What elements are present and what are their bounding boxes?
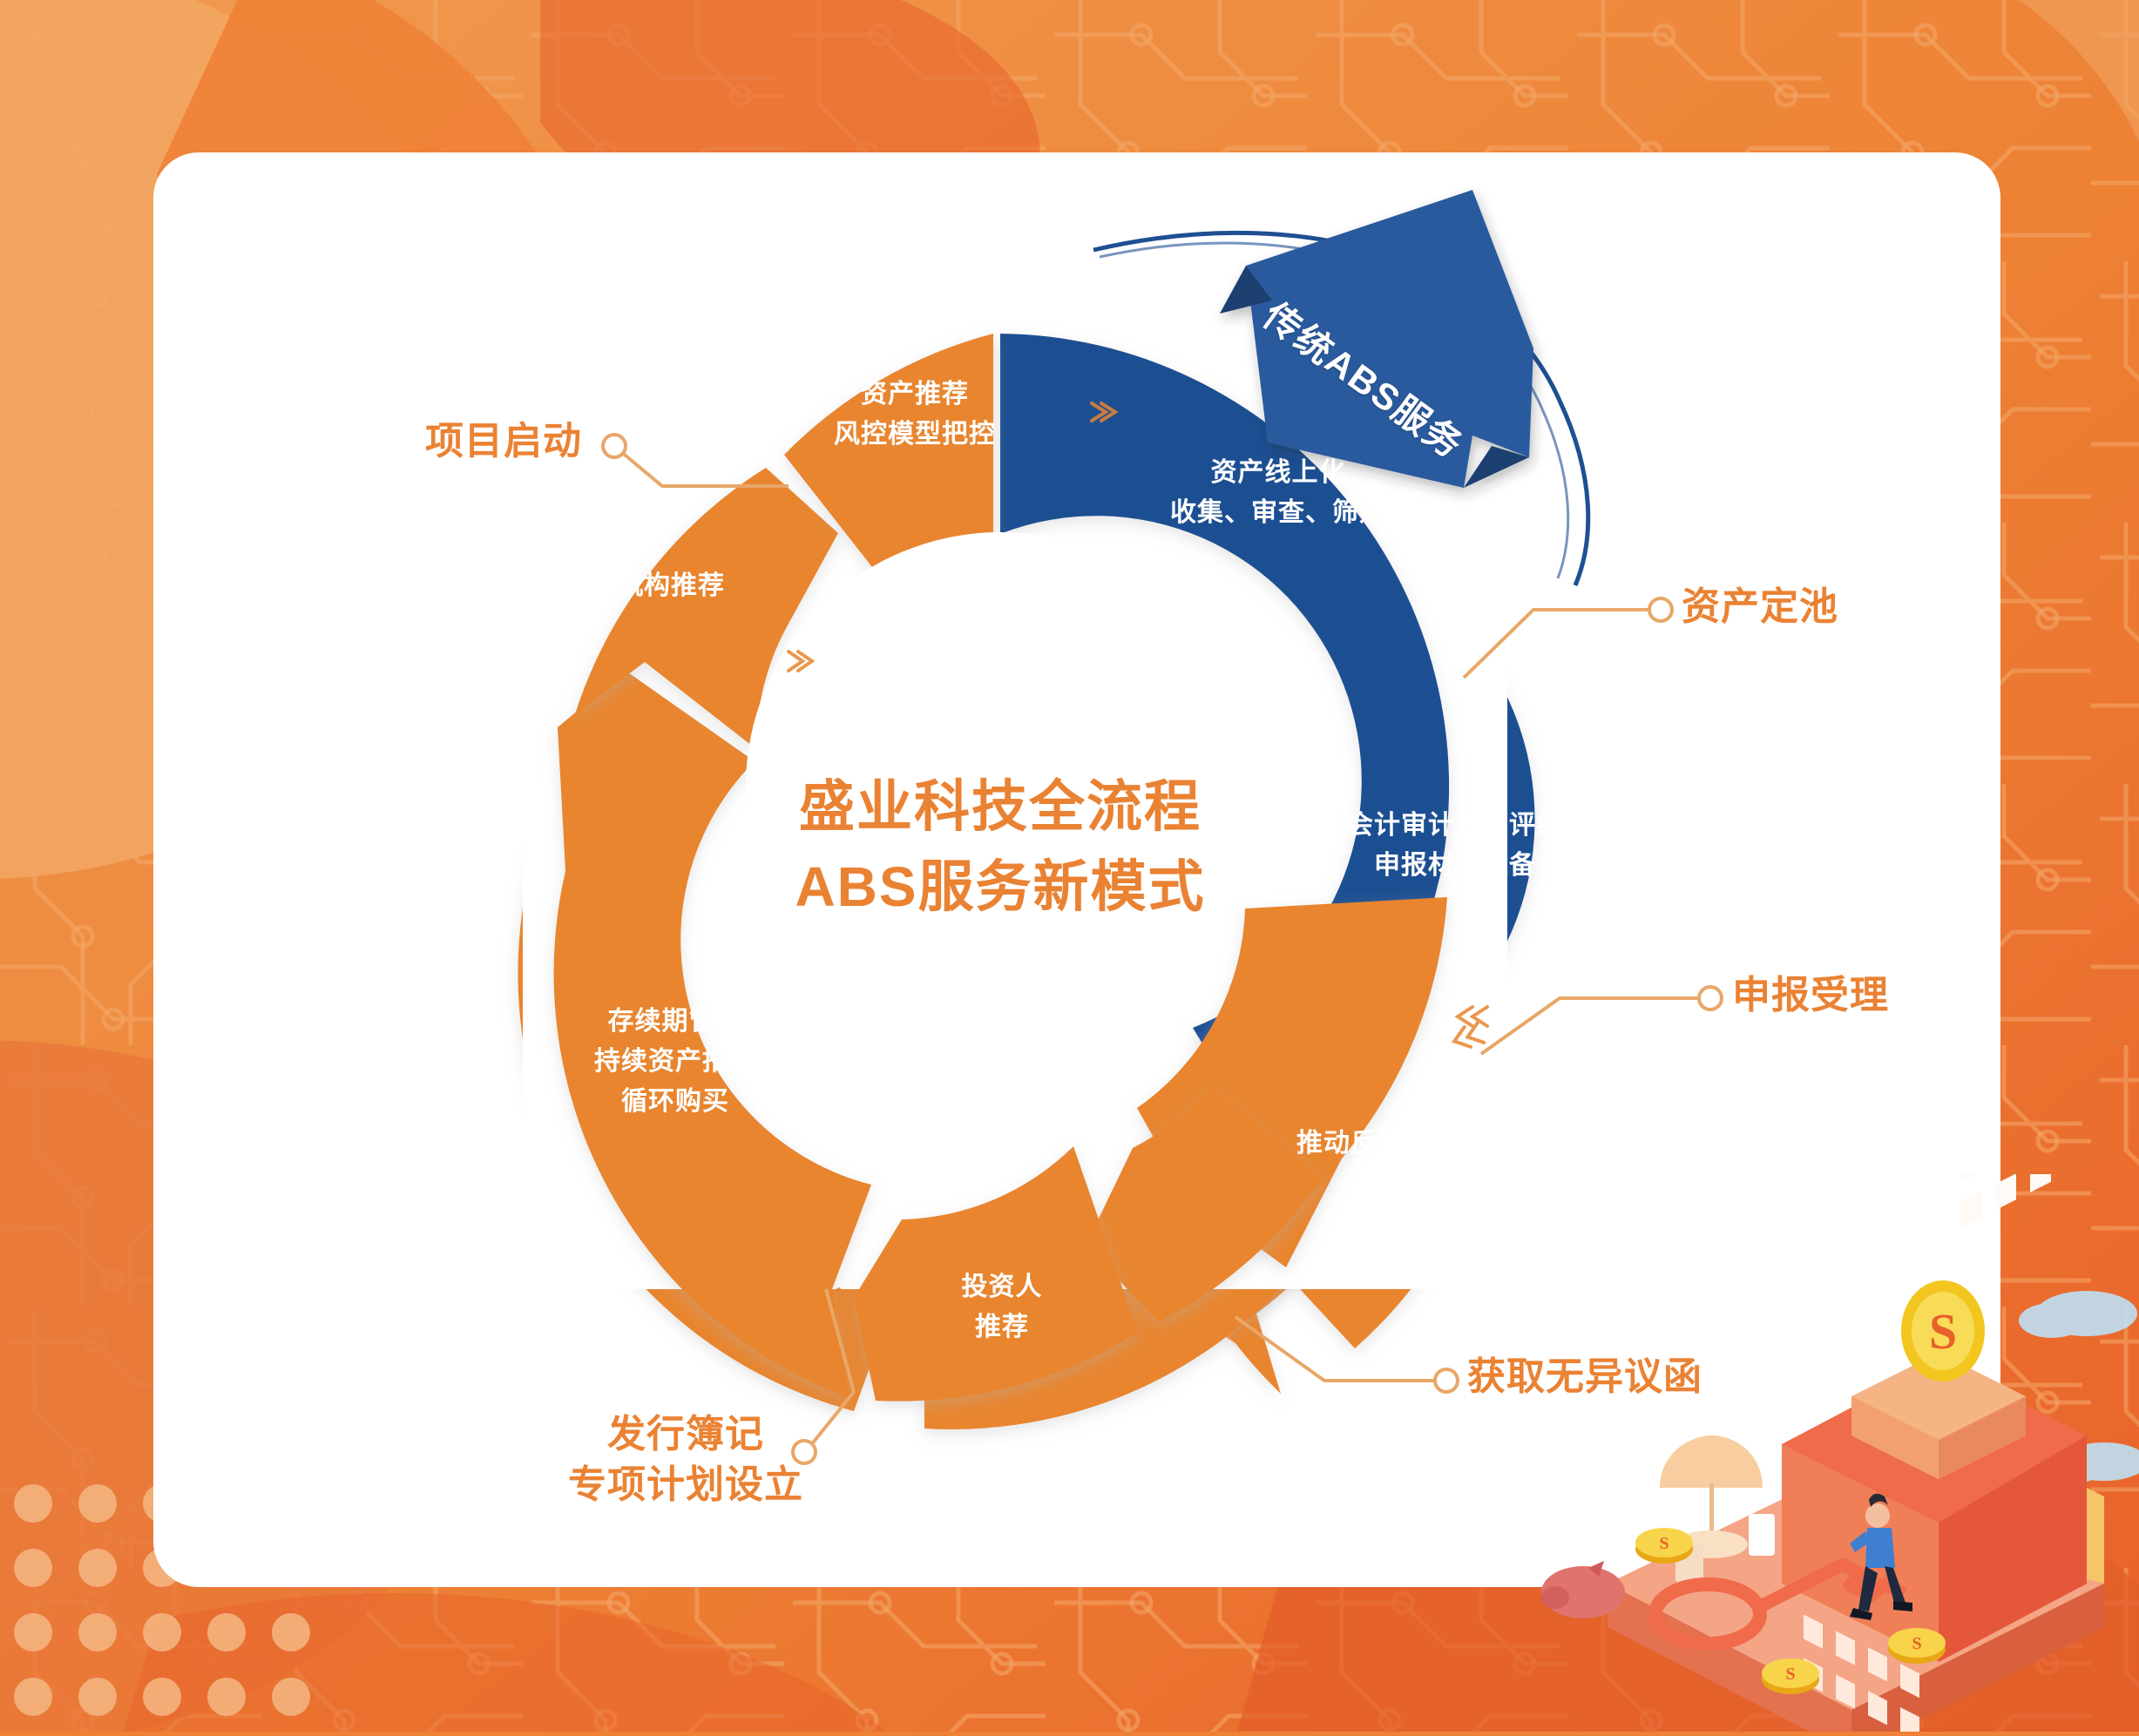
callout-project-start[interactable]: 项目启动 [425, 420, 582, 463]
center-title: 盛业科技全流程 ABS服务新模式 [721, 767, 1279, 927]
center-title-line2: ABS服务新模式 [795, 855, 1206, 918]
shape-push-feedback[interactable] [1086, 1085, 1323, 1322]
chevron-icon [1452, 1021, 1486, 1049]
shape-asset-recommend[interactable] [784, 334, 993, 575]
coin-icons: S S S [1635, 1528, 1946, 1694]
chevron-icon [808, 1287, 841, 1310]
callout-no-objection[interactable]: 获取无异议函 [1467, 1355, 1702, 1398]
chevron-icon [787, 650, 816, 672]
svg-text:S: S [1785, 1665, 1795, 1684]
piggy-bank-icon [1541, 1561, 1625, 1618]
svg-text:S: S [1929, 1303, 1957, 1360]
shape-duration-management[interactable] [553, 671, 871, 1398]
shape-investor-recommend[interactable] [854, 1146, 1138, 1402]
walking-person-icon [1850, 1493, 1912, 1620]
shape-institution-recommend[interactable] [575, 468, 838, 749]
traditional-abs-ribbon [1093, 190, 1591, 586]
callout-filing-accepted[interactable]: 申报受理 [1732, 974, 1889, 1017]
chevron-icon [1090, 402, 1119, 422]
umbrella-icon [1660, 1435, 1763, 1558]
center-title-line1: 盛业科技全流程 [799, 775, 1201, 838]
dollar-coin-icon: S [1901, 1280, 1985, 1381]
key-icon [1648, 1557, 1907, 1651]
donut-center-hole [746, 532, 1255, 1041]
callout-issuance-booking[interactable]: 发行簿记 专项计划设立 [568, 1413, 803, 1506]
isometric-bank-illustration: S S S S [1529, 1064, 2139, 1736]
callout-asset-pool[interactable]: 资产定池 [1682, 585, 1838, 628]
callout-leader-lines [601, 433, 1723, 1465]
svg-text:S: S [1659, 1534, 1669, 1553]
svg-text:S: S [1912, 1634, 1921, 1653]
gap-chevron-icons [787, 402, 1489, 1345]
donut-final [523, 287, 1507, 1402]
chevron-icon [1454, 1005, 1489, 1028]
